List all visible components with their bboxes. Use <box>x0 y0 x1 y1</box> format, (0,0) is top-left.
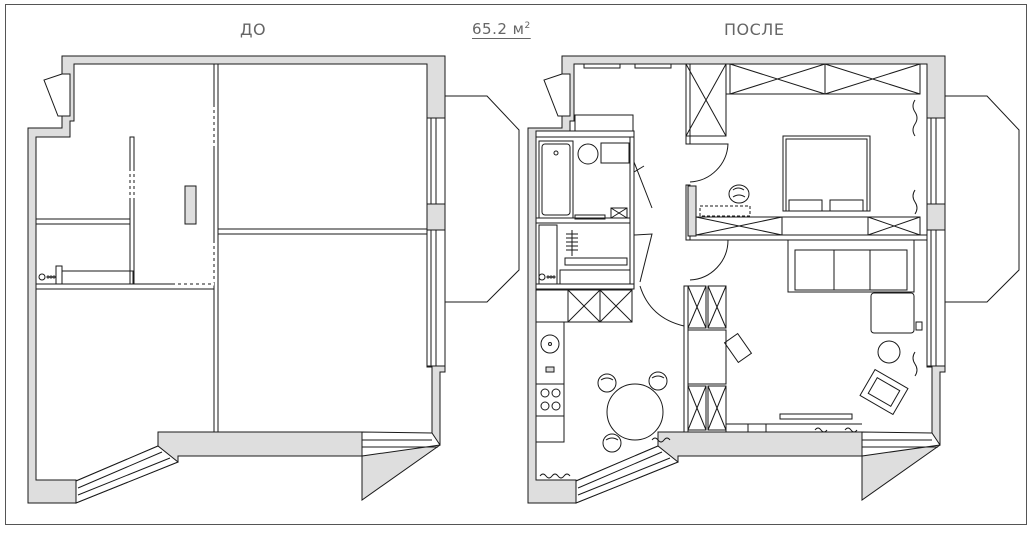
column <box>687 185 697 237</box>
after-label: ПОСЛЕ <box>724 20 785 39</box>
door <box>689 239 729 281</box>
chair <box>602 433 622 453</box>
balcony <box>445 95 520 303</box>
partition <box>535 130 635 138</box>
tv-stand <box>687 329 727 385</box>
sofa <box>787 239 915 293</box>
balcony-door <box>43 73 63 117</box>
drawing-frame <box>5 4 1027 525</box>
ottoman <box>870 292 915 334</box>
armchair <box>723 332 753 364</box>
wardrobe <box>685 63 727 137</box>
wardrobe <box>687 285 707 329</box>
plant-icon <box>728 184 750 204</box>
partition <box>683 285 689 433</box>
meter-icon <box>38 273 46 281</box>
window <box>634 63 672 69</box>
before-label: ДО <box>240 20 267 39</box>
window <box>75 445 179 504</box>
door <box>639 285 685 327</box>
wardrobe <box>707 285 727 329</box>
column <box>184 185 197 225</box>
partition <box>535 283 635 290</box>
curtain <box>912 99 918 137</box>
sink-icon <box>577 143 599 165</box>
curtain <box>912 189 918 215</box>
wardrobe <box>707 385 727 431</box>
plan-after <box>527 55 1020 504</box>
kitchen-cabinet <box>535 289 633 323</box>
door <box>633 161 653 209</box>
partition <box>725 63 731 95</box>
plan-before <box>27 55 520 504</box>
wardrobe <box>695 216 921 236</box>
partition <box>35 218 135 225</box>
pillow <box>829 199 864 212</box>
door <box>689 143 729 183</box>
counter <box>60 270 134 285</box>
kitchen-counter <box>535 321 565 443</box>
balcony-door <box>543 73 563 117</box>
partition <box>129 136 135 285</box>
wardrobe <box>687 385 707 431</box>
window <box>583 63 621 69</box>
area-label: 65.2 м2 <box>472 20 531 38</box>
stove-icon <box>540 388 561 411</box>
side-table <box>877 340 901 364</box>
shelf <box>779 413 853 420</box>
balcony <box>945 95 1020 303</box>
dining-table <box>606 383 664 441</box>
toilet <box>610 207 628 219</box>
window <box>861 431 941 457</box>
shelf <box>574 114 634 132</box>
partition <box>629 136 635 288</box>
drain-icon <box>553 150 559 156</box>
window <box>361 431 441 457</box>
chair <box>597 373 617 393</box>
window <box>575 445 679 504</box>
chair <box>648 371 668 391</box>
bathtub <box>538 140 574 219</box>
door <box>633 233 653 283</box>
pillow <box>788 199 823 212</box>
partition <box>217 228 428 235</box>
sink-icon <box>540 334 560 354</box>
meter-icon <box>538 273 546 281</box>
armchair <box>859 368 909 416</box>
counter <box>600 142 630 164</box>
partition <box>689 234 928 241</box>
